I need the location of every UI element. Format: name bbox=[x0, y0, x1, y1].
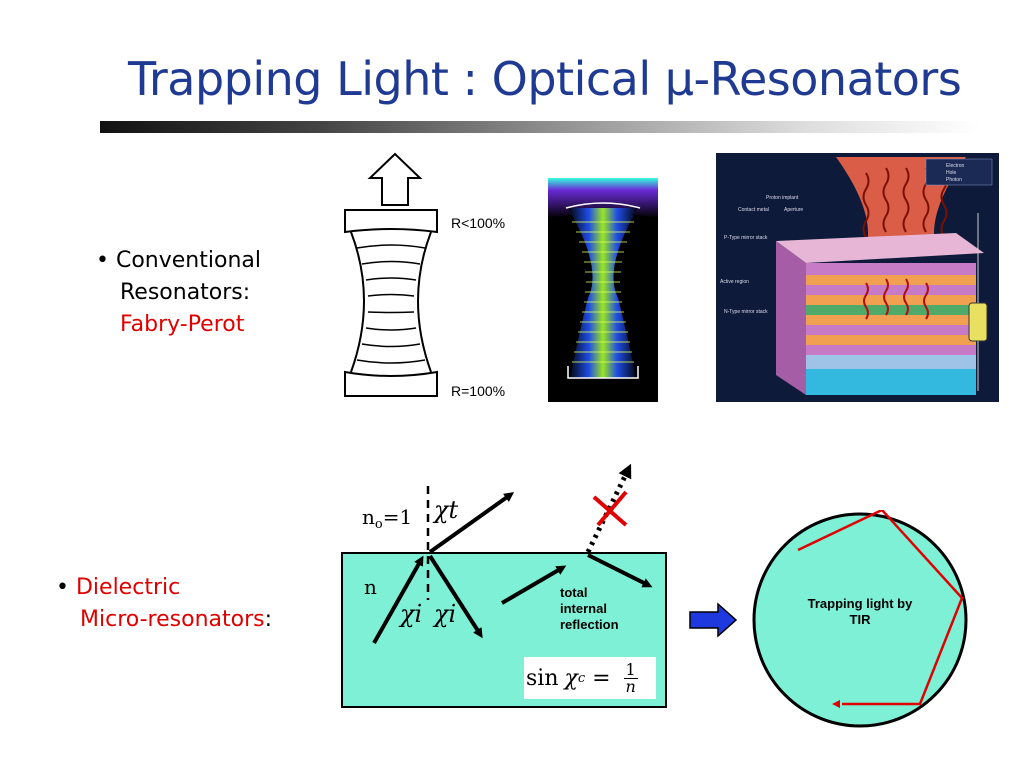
mirror-layers bbox=[806, 263, 976, 395]
n0-subscript: o bbox=[375, 517, 383, 532]
bullet-conventional-line2: Resonators: bbox=[120, 280, 251, 305]
bottom-mirror bbox=[344, 370, 438, 397]
title-underline bbox=[100, 121, 980, 133]
n0-value: =1 bbox=[383, 505, 412, 529]
fabry-perot-field-image bbox=[548, 178, 658, 402]
circle-label-line2: TIR bbox=[849, 612, 871, 627]
sin-subscript: c bbox=[577, 670, 586, 686]
bullet-dielectric: • Dielectric Micro-resonators: bbox=[56, 572, 272, 636]
fraction: 1 n bbox=[623, 659, 638, 696]
output-arrow-icon bbox=[367, 152, 423, 206]
top-mirror-label: R<100% bbox=[451, 215, 505, 231]
chi-t-label: χt bbox=[432, 496, 459, 524]
tir-caption: total internal reflection bbox=[560, 585, 619, 633]
bullet-conventional: • Conventional Resonators: Fabry-Perot bbox=[96, 245, 261, 341]
chi-i-left-label: χi bbox=[398, 600, 422, 628]
bullet-marker: • bbox=[96, 248, 109, 273]
label-n-type: N-Type mirror stack bbox=[724, 309, 768, 315]
bullet-conventional-fabry-perot: Fabry-Perot bbox=[120, 312, 245, 337]
legend-electron: Electron bbox=[946, 163, 965, 169]
legend-photon: Photon bbox=[946, 177, 962, 183]
tir-line2: internal bbox=[560, 601, 607, 616]
n0-label: n bbox=[362, 505, 375, 529]
fraction-numerator: 1 bbox=[623, 659, 638, 679]
blocked-x-icon bbox=[592, 490, 628, 527]
tir-ray-path bbox=[797, 510, 964, 706]
circle-label-line1: Trapping light by bbox=[807, 596, 913, 611]
bullet-dielectric-line1: Dielectric bbox=[75, 575, 181, 600]
sin-word: sin bbox=[526, 665, 559, 691]
label-active-region: Active region bbox=[720, 279, 749, 285]
bullet-dielectric-line2: Micro-resonators bbox=[80, 607, 265, 632]
chi-i-right-label: χi bbox=[432, 600, 456, 628]
tir-line1: total bbox=[560, 585, 588, 600]
bullet-conventional-line1: Conventional bbox=[115, 248, 261, 273]
bottom-mirror-label: R=100% bbox=[451, 383, 505, 399]
sin-equals: = bbox=[585, 665, 618, 691]
n-label: n bbox=[364, 575, 377, 599]
label-contact-metal: Contact metal bbox=[738, 207, 769, 213]
fabry-perot-schematic: R<100% R=100% bbox=[344, 152, 505, 399]
critical-angle-formula: sin χ c = 1 n bbox=[524, 657, 656, 699]
svg-text:no=1: no=1 bbox=[362, 505, 412, 532]
bullet-dielectric-colon: : bbox=[264, 607, 273, 632]
cavity-outline bbox=[350, 231, 432, 373]
wavefronts bbox=[356, 244, 426, 364]
circular-resonator bbox=[752, 510, 968, 728]
label-p-type: P-Type mirror stack bbox=[724, 235, 768, 241]
vcsel-illustration: Electron Hole Photon Proton implant Cont… bbox=[716, 153, 999, 402]
sin-chi: χ bbox=[564, 665, 578, 691]
legend-hole: Hole bbox=[946, 170, 957, 176]
fraction-denominator: n bbox=[625, 676, 636, 696]
top-mirror bbox=[344, 209, 438, 234]
label-proton-implant: Proton implant bbox=[766, 195, 799, 201]
right-arrow-icon bbox=[689, 602, 738, 638]
bullet-marker: • bbox=[56, 575, 69, 600]
label-aperture: Aperture bbox=[784, 207, 803, 213]
circle-resonator-label: Trapping light by TIR bbox=[783, 596, 937, 628]
slide-title: Trapping Light : Optical µ-Resonators bbox=[128, 52, 962, 106]
tir-line3: reflection bbox=[560, 617, 619, 632]
